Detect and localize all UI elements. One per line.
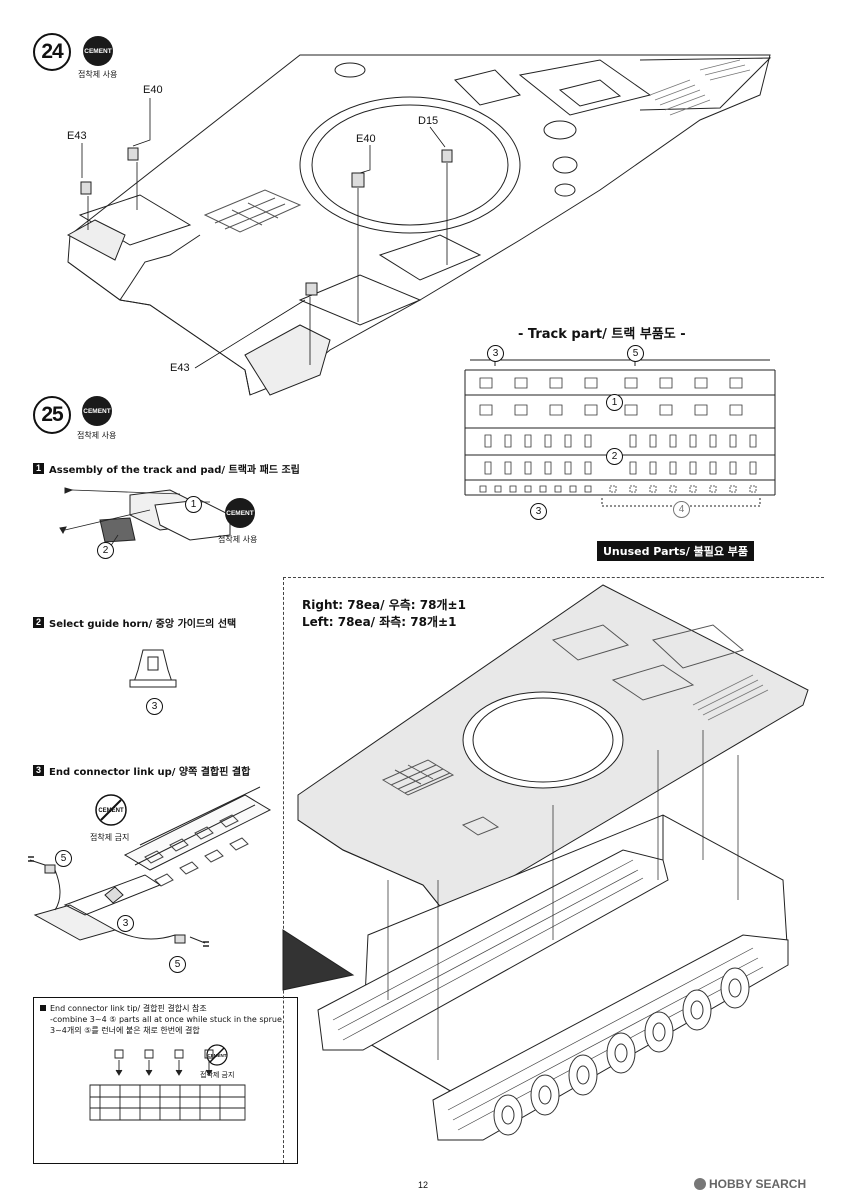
part-marker-5-top: 5 — [55, 850, 72, 867]
track-sprue-diagram — [464, 359, 776, 507]
section-2-number: 2 — [33, 617, 44, 628]
cement-icon: CEMENT — [82, 396, 112, 426]
left-track-count: Left: 78ea/ 좌측: 78개±1 — [302, 613, 456, 630]
part-label-e43-left: E43 — [67, 130, 87, 142]
section-1-number: 1 — [33, 463, 44, 474]
sprue-marker-5: 5 — [627, 345, 644, 362]
section-2-title: 2 Select guide horn/ 중앙 가이드의 선택 — [33, 615, 236, 630]
right-side-label: Right: — [302, 598, 344, 612]
right-track-count: Right: 78ea/ 우측: 78개±1 — [302, 596, 466, 613]
sprue-marker-4: 4 — [673, 501, 690, 518]
assembly-frame — [283, 577, 824, 1163]
sprue-link-illustration — [89, 1049, 246, 1121]
no-cement-icon: CEMENT — [95, 794, 127, 826]
left-side-label: Left: — [302, 615, 334, 629]
unused-parts-label: Unused Parts/ 불필요 부품 — [597, 541, 755, 561]
track-pad-assembly-illustration — [59, 487, 231, 551]
hull-upper-illustration — [66, 54, 772, 396]
section-1-text: Assembly of the track and pad/ 트랙과 패드 조립 — [49, 465, 300, 476]
hobby-search-logo-icon — [694, 1178, 706, 1190]
part-marker-3: 3 — [146, 698, 163, 715]
cement-icon: CEMENT — [225, 498, 255, 528]
guide-horn-illustration — [129, 649, 177, 688]
note-line-3: 3~4개의 ⑤를 런너에 붙은 채로 한번에 결합 — [50, 1026, 200, 1035]
part-label-e43-bottom: E43 — [170, 362, 190, 374]
section-3-number: 3 — [33, 765, 44, 776]
section-2-text: Select guide horn/ 중앙 가이드의 선택 — [49, 619, 237, 630]
step-25-number: 25 — [33, 396, 71, 434]
no-cement-label: 접착제 금지 — [200, 1071, 235, 1079]
sprue-marker-3-bottom: 3 — [530, 503, 547, 520]
watermark: HOBBY SEARCH — [694, 1177, 806, 1191]
part-label-e40-right: E40 — [356, 133, 376, 145]
cement-label: 접착제 사용 — [77, 431, 117, 440]
right-qty-label: 78ea/ 우측: 78개±1 — [347, 598, 466, 612]
section-3-text: End connector link up/ 양쪽 결합핀 결합 — [49, 767, 251, 778]
note-line-1: End connector link tip/ 결합핀 결합시 참조 — [40, 1003, 291, 1014]
sprue-marker-1: 1 — [606, 394, 623, 411]
sprue-marker-3-top: 3 — [487, 345, 504, 362]
section-3-title: 3 End connector link up/ 양쪽 결합핀 결합 — [33, 763, 250, 778]
no-cement-label: 접착제 금지 — [90, 833, 130, 842]
section-1-title: 1 Assembly of the track and pad/ 트랙과 패드 … — [33, 461, 300, 476]
step-24-number: 24 — [33, 33, 71, 71]
part-label-e40-left: E40 — [143, 84, 163, 96]
part-marker-1: 1 — [185, 496, 202, 513]
part-marker-3: 3 — [117, 915, 134, 932]
hull-track-assembly-illustration — [282, 584, 809, 1141]
end-connector-note-box: End connector link tip/ 결합핀 결합시 참조 -comb… — [33, 997, 298, 1164]
left-qty-label: 78ea/ 좌측: 78개±1 — [337, 615, 457, 629]
part-marker-2: 2 — [97, 542, 114, 559]
cement-label: 접착제 사용 — [78, 70, 118, 79]
sprue-marker-2: 2 — [606, 448, 623, 465]
cement-icon: CEMENT — [83, 36, 113, 66]
part-label-d15: D15 — [418, 115, 439, 127]
end-connector-illustration — [28, 786, 272, 947]
note-line-2: -combine 3~4 ⑤ parts all at once while s… — [50, 1015, 282, 1024]
cement-label: 접착제 사용 — [218, 535, 258, 544]
track-part-title: - Track part/ 트랙 부품도 - — [518, 327, 686, 342]
part-marker-5-bottom: 5 — [169, 956, 186, 973]
page-number: 12 — [418, 1180, 429, 1190]
